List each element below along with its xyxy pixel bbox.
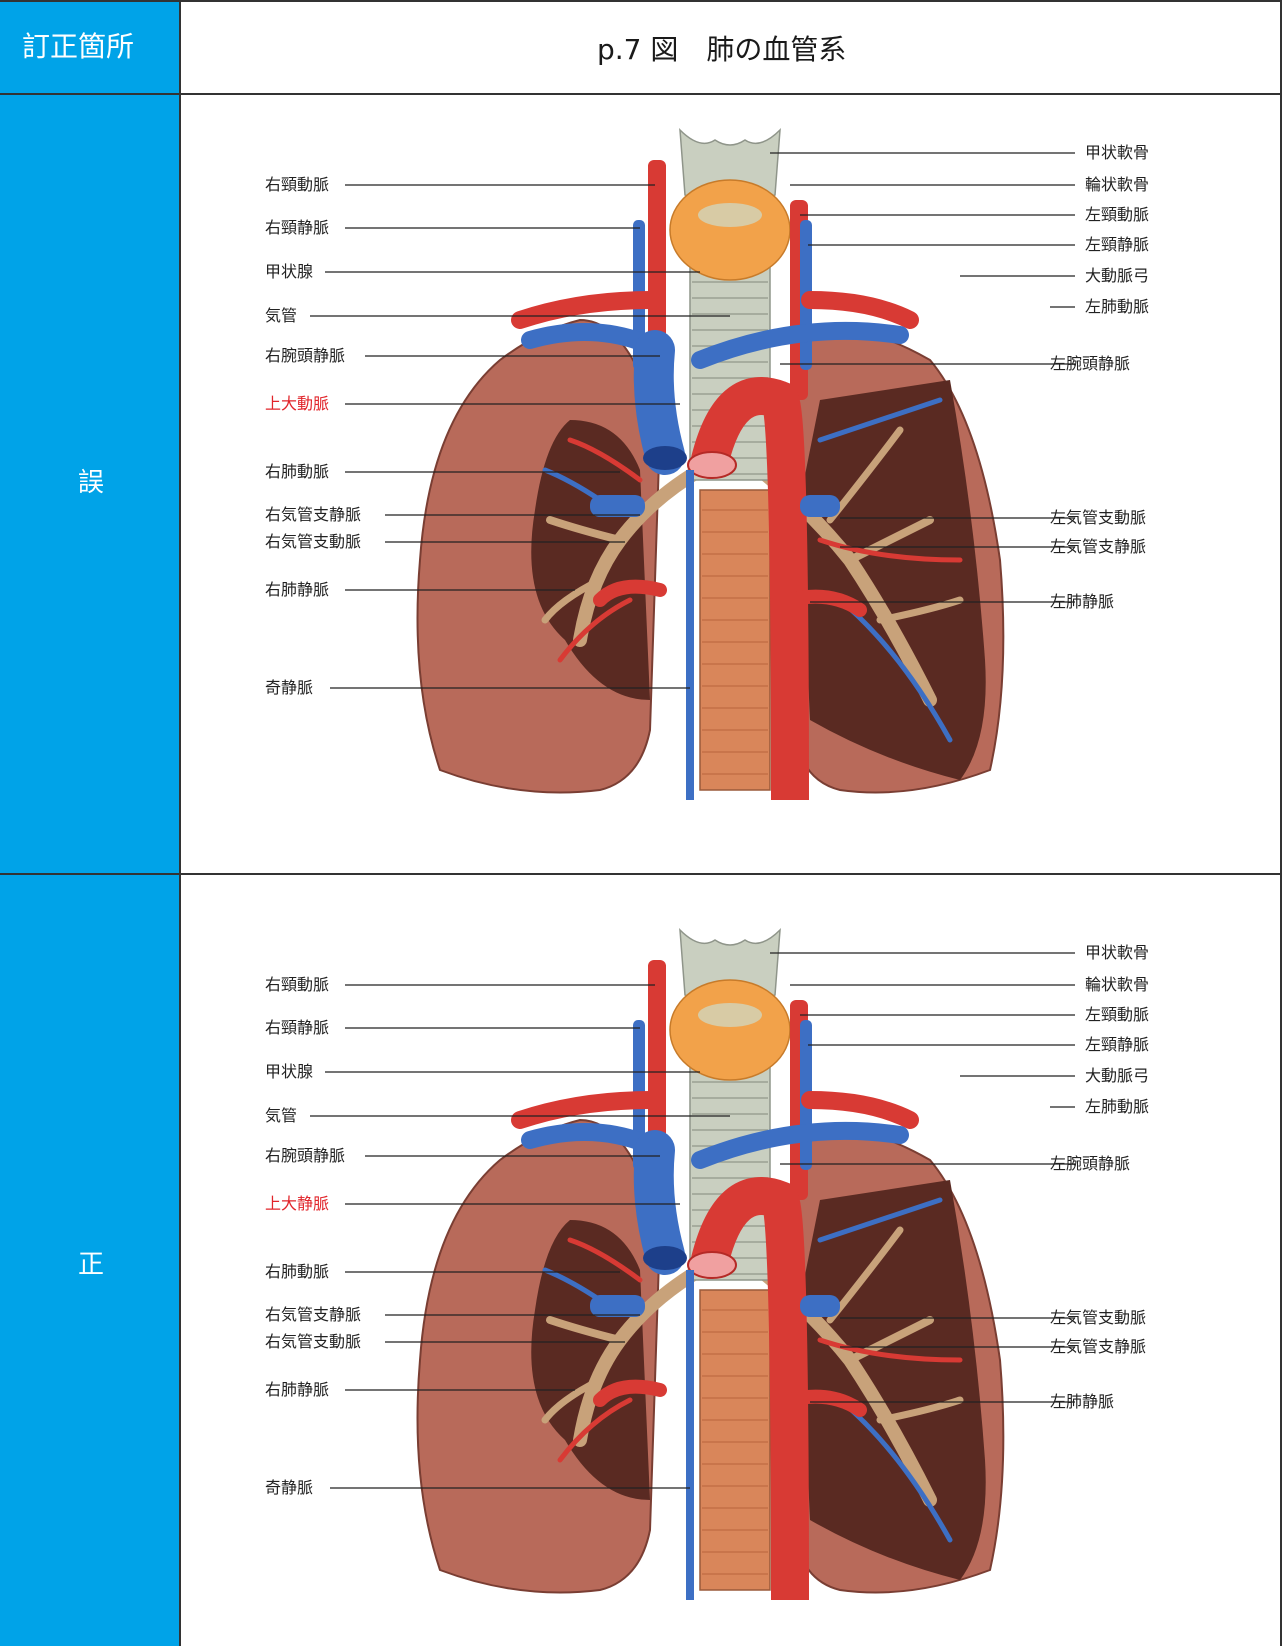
- label-left-1: 右頸動脈: [265, 176, 329, 194]
- label-left-9: 右気管支動脈: [265, 533, 361, 551]
- label-right-7: 左腕頭静脈: [1050, 355, 1130, 373]
- label-right-9: 左気管支静脈: [1050, 1338, 1146, 1356]
- label-left-4: 気管: [265, 1107, 297, 1125]
- label-right-6: 左肺動脈: [1085, 298, 1149, 316]
- label-left-8: 右気管支静脈: [265, 1306, 361, 1324]
- label-right-5: 大動脈弓: [1085, 1067, 1149, 1085]
- label-left-5: 右腕頭静脈: [265, 1147, 345, 1165]
- label-right-8: 左気管支動脈: [1050, 1309, 1146, 1327]
- label-left-4: 気管: [265, 307, 297, 325]
- label-right-1: 甲状軟骨: [1085, 144, 1149, 162]
- label-right-4: 左頸静脈: [1085, 1036, 1149, 1054]
- label-right-3: 左頸動脈: [1085, 1006, 1149, 1024]
- label-left-2: 右頸静脈: [265, 219, 329, 237]
- label-right-7: 左腕頭静脈: [1050, 1155, 1130, 1173]
- lung-vessel-illustration-wrong: [0, 0, 1284, 800]
- label-left-11: 奇静脈: [265, 679, 313, 697]
- label-left-2: 右頸静脈: [265, 1019, 329, 1037]
- label-left-6: 上大静脈: [265, 1195, 329, 1213]
- label-left-1: 右頸動脈: [265, 976, 329, 994]
- label-left-11: 奇静脈: [265, 1479, 313, 1497]
- label-left-8: 右気管支静脈: [265, 506, 361, 524]
- label-right-9: 左気管支静脈: [1050, 538, 1146, 556]
- label-right-10: 左肺静脈: [1050, 1393, 1114, 1411]
- label-right-5: 大動脈弓: [1085, 267, 1149, 285]
- label-left-10: 右肺静脈: [265, 581, 329, 599]
- label-right-2: 輪状軟骨: [1085, 976, 1149, 994]
- label-left-6: 上大動脈: [265, 395, 329, 413]
- label-right-3: 左頸動脈: [1085, 206, 1149, 224]
- label-left-7: 右肺動脈: [265, 463, 329, 481]
- label-left-5: 右腕頭静脈: [265, 347, 345, 365]
- label-right-1: 甲状軟骨: [1085, 944, 1149, 962]
- label-right-10: 左肺静脈: [1050, 593, 1114, 611]
- label-right-6: 左肺動脈: [1085, 1098, 1149, 1116]
- label-left-3: 甲状腺: [265, 1063, 313, 1081]
- label-right-4: 左頸静脈: [1085, 236, 1149, 254]
- label-left-10: 右肺静脈: [265, 1381, 329, 1399]
- label-left-7: 右肺動脈: [265, 1263, 329, 1281]
- label-right-2: 輪状軟骨: [1085, 176, 1149, 194]
- label-left-3: 甲状腺: [265, 263, 313, 281]
- label-left-9: 右気管支動脈: [265, 1333, 361, 1351]
- label-right-8: 左気管支動脈: [1050, 509, 1146, 527]
- lung-vessel-illustration-correct: [0, 800, 1284, 1600]
